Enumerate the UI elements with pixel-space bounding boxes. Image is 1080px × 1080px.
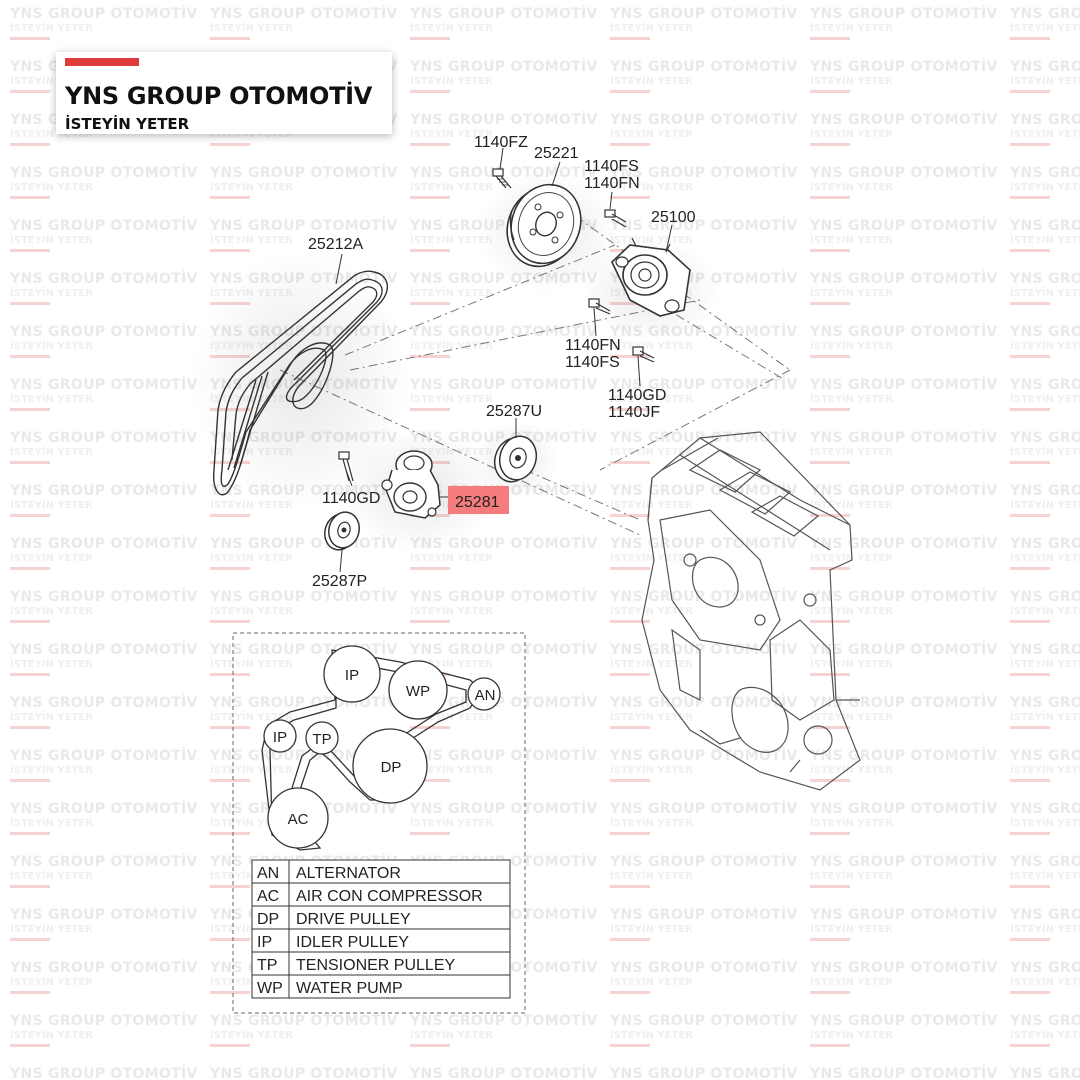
pulley-label: IP [273,729,287,746]
legend-desc: WATER PUMP [296,980,403,997]
legend-desc: DRIVE PULLEY [296,911,411,928]
water-pump-pulley [506,183,582,268]
routing-pulley-ip1 [323,645,381,703]
brand-accent-bar [65,58,139,66]
callout-labels: 1140FZ 25221 1140FS 1140FN 25100 25212A … [308,134,696,590]
routing-pulley-ip2 [263,719,297,753]
callout-1140jf: 1140JF [608,404,660,421]
callout-25100: 25100 [651,209,696,226]
bolt-icon [632,346,655,363]
leader-lines [335,147,673,573]
legend-code: AC [257,888,279,905]
belt-shadow [190,250,410,510]
callout-25212a: 25212A [308,236,363,253]
callout-1140fn: 1140FN [584,175,640,192]
routing-pulley-dp [352,728,428,804]
callout-1140gd: 1140GD [608,387,666,404]
pulley-label: AN [475,687,496,704]
callout-1140fs: 1140FS [584,158,639,175]
idler-pulley [324,511,360,551]
pulley-label: WP [406,683,430,700]
brand-slogan: İSTEYİN YETER [65,115,190,133]
idler-pulley [493,435,538,483]
legend-code: TP [257,957,277,974]
routing-pulley-tp [305,721,339,755]
callout-25281: 25281 [455,494,500,511]
legend-desc: ALTERNATOR [296,865,401,882]
legend-desc: AIR CON COMPRESSOR [296,888,483,905]
routing-pulley-wp [388,660,448,720]
pulley-label: TP [312,731,331,748]
routing-labels: IP WP AN IP TP DP AC [273,667,496,828]
callout-1140gd: 1140GD [322,490,380,507]
routing-pulley-ac [267,787,329,849]
legend-code: DP [257,911,279,928]
highlight-box [448,486,509,514]
legend-table: AN ALTERNATOR AC AIR CON COMPRESSOR DP D… [251,859,511,999]
bolt-icon [588,298,611,315]
routing-pulley-an [467,677,501,711]
legend-desc: TENSIONER PULLEY [296,957,455,974]
legend-code: WP [257,980,283,997]
callout-25287p: 25287P [312,573,367,590]
tensioner-assembly [381,450,441,519]
brand-card: YNS GROUP OTOMOTİV İSTEYİN YETER [56,52,392,134]
bolt-icon [604,209,627,228]
pulley-label: DP [381,759,402,776]
brand-name: YNS GROUP OTOMOTİV [65,82,373,110]
callout-1140fz: 1140FZ [474,134,528,151]
pulley-label: IP [345,667,359,684]
legend-code: IP [257,934,272,951]
callout-25287u: 25287U [486,403,542,420]
callout-1140fn: 1140FN [565,337,621,354]
engine-block [641,431,861,791]
legend-desc: IDLER PULLEY [296,934,409,951]
callout-25221: 25221 [534,145,579,162]
routing-pulleys [263,645,501,849]
pulley-label: AC [288,811,309,828]
legend-code: AN [257,865,279,882]
drive-belt [212,270,388,496]
water-pump [611,237,691,317]
callout-1140fs: 1140FS [565,354,620,371]
bolt-icon [492,168,512,189]
